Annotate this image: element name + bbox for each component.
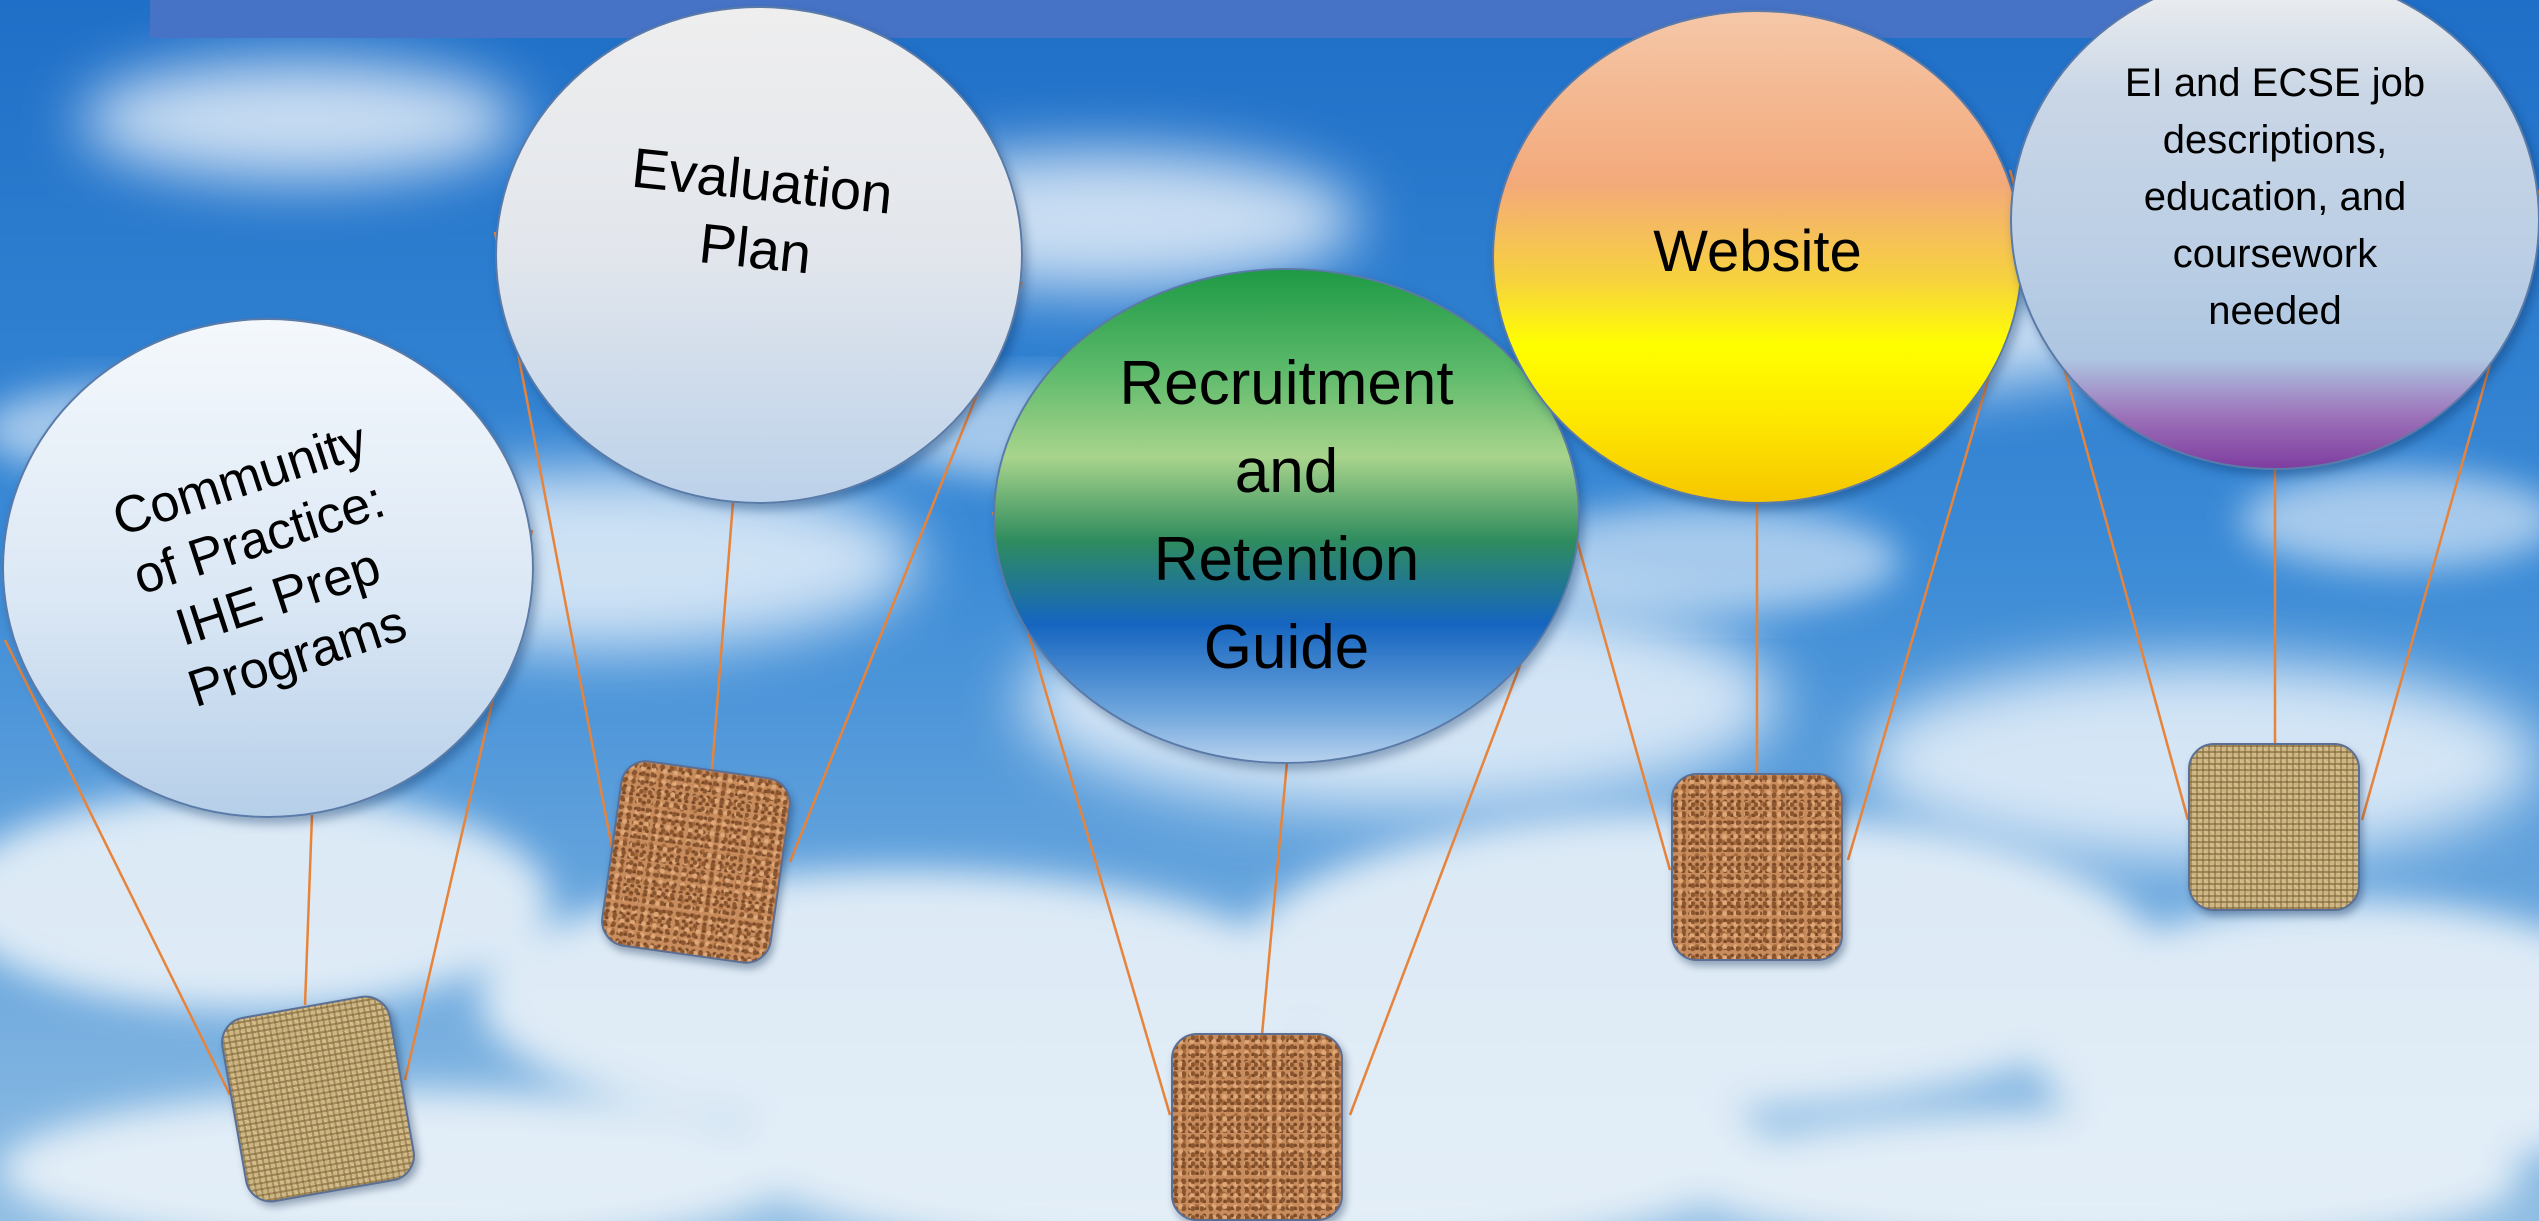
balloon-website: Website (1492, 10, 2023, 504)
balloon-evaluation: Evaluation Plan (495, 6, 1023, 504)
balloon-recruitment-label: Recruitment and Retention Guide (1119, 349, 1454, 682)
basket-evaluation (597, 756, 795, 968)
basket-job (2188, 743, 2360, 911)
basket-community (216, 991, 420, 1207)
balloon-community: Community of Practice: IHE Prep Programs (2, 318, 534, 818)
balloon-job-label: EI and ECSE job descriptions, education,… (2124, 61, 2426, 333)
basket-website (1671, 773, 1843, 961)
balloon-job: EI and ECSE job descriptions, education,… (2010, 0, 2539, 470)
basket-recruitment (1171, 1033, 1343, 1221)
balloon-website-label: Website (1653, 219, 1862, 284)
balloon-community-label: Community of Practice: IHE Prep Programs (105, 411, 413, 719)
balloon-recruitment: Recruitment and Retention Guide (993, 268, 1580, 764)
balloon-evaluation-label: Evaluation Plan (629, 135, 896, 286)
